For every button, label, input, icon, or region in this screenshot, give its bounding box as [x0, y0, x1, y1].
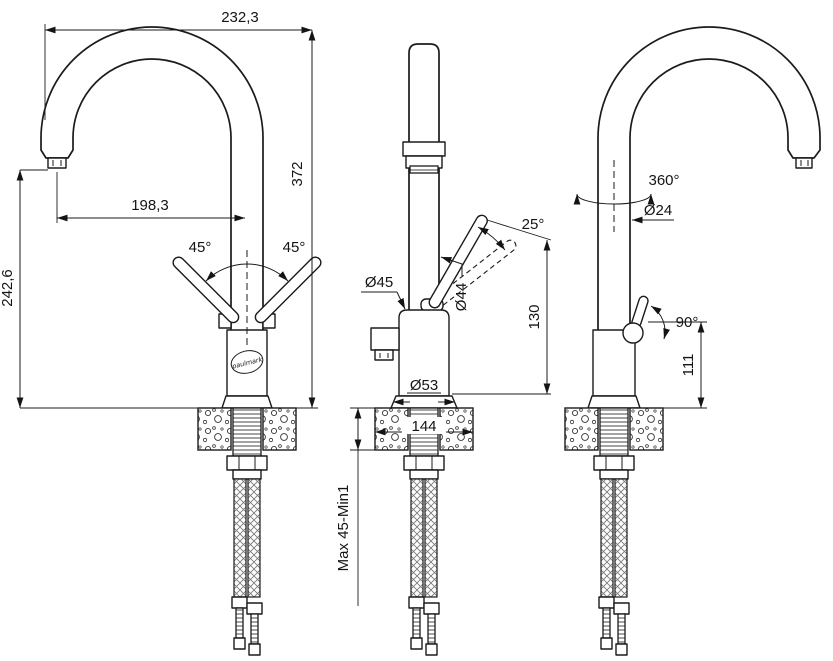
dim-label-spout-diameter: Ø24 [644, 202, 672, 219]
dim-lever-length: 130 [452, 219, 552, 395]
side-aerator [409, 165, 439, 174]
back-view [564, 26, 821, 656]
dim-label-column-diameter: Ø44 [453, 283, 470, 311]
dim-label-handle-turn: 90° [676, 314, 699, 331]
base-flange-back [587, 395, 641, 409]
dim-overall-height: 372 [289, 30, 318, 409]
spout-column [408, 43, 440, 315]
back-mounting [564, 407, 664, 656]
dim-handle-height: 111 [648, 321, 707, 409]
dim-spout-outlet-height: 242,6 [0, 169, 200, 409]
filter-outlet [370, 327, 400, 351]
dim-spout-reach: 198,3 [56, 172, 245, 223]
dim-lever-tilt: 25° [477, 216, 545, 251]
dim-handle-turn: 90° [650, 305, 699, 340]
dim-body-diameter: Ø45 [361, 274, 406, 310]
dim-column-diameter: Ø44 [440, 256, 470, 311]
dim-label-handle-height: 111 [680, 354, 697, 377]
dim-overall-depth: 232,3 [44, 9, 312, 120]
dim-label-base-width: 144 [411, 418, 436, 435]
dim-label-overall-depth: 232,3 [221, 9, 259, 26]
spout-aerator [47, 157, 67, 169]
dim-label-swivel-range: 360° [648, 172, 679, 189]
handle-knob [622, 322, 644, 344]
dim-mounting-thickness: Max 45-Min1 [335, 407, 376, 606]
spout-joint [402, 141, 446, 157]
dim-spout-diameter: Ø24 [632, 202, 674, 224]
dim-label-body-diameter: Ø45 [365, 274, 393, 291]
front-mounting [197, 407, 297, 656]
dim-label-overall-height: 372 [289, 161, 306, 186]
dim-base-diameter: Ø53 [393, 377, 455, 406]
dim-handle-angles: 45° 45° [189, 239, 306, 348]
side-view [370, 43, 517, 656]
side-mounting [374, 407, 474, 656]
dim-label-spout-reach: 198,3 [131, 197, 169, 214]
faucet-body-side [398, 309, 450, 397]
dim-label-right-handle-angle: 45° [283, 239, 306, 256]
handle-lever-right [254, 256, 322, 324]
brand-badge [230, 350, 264, 374]
dim-label-lever-tilt: 25° [522, 216, 545, 233]
dim-base-width: 144 [375, 417, 473, 436]
dim-label-mounting-thickness: Max 45-Min1 [335, 485, 352, 572]
front-view: paulmark [40, 26, 322, 656]
spout-aerator-back [795, 157, 813, 169]
dim-label-lever-length: 130 [526, 304, 543, 329]
mixer-lever [428, 214, 488, 309]
dim-label-base-diameter: Ø53 [410, 377, 438, 394]
dim-label-left-handle-angle: 45° [189, 239, 212, 256]
base-flange [221, 395, 273, 409]
dim-swivel-range: 360° [573, 160, 680, 232]
dim-label-spout-outlet-height: 242,6 [0, 269, 16, 307]
